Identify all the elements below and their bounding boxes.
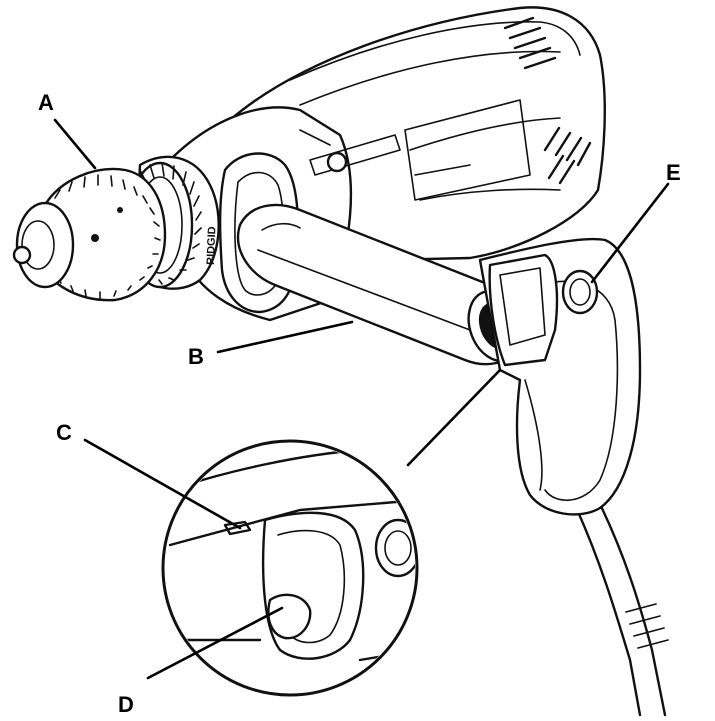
leader-e	[590, 182, 670, 284]
pistol-grip	[478, 237, 642, 516]
callout-labels: A B C D E	[38, 90, 681, 717]
callout-label-b: B	[188, 344, 204, 369]
chuck-brand-text: RIDGID	[205, 226, 218, 265]
leader-c	[83, 438, 242, 530]
lock-on-button	[561, 269, 599, 315]
detail-inset	[161, 368, 502, 697]
leader-b	[216, 320, 354, 354]
keyed-chuck	[12, 155, 220, 302]
callout-label-c: C	[56, 420, 72, 445]
power-cord	[573, 498, 669, 717]
callout-leaders	[53, 118, 670, 680]
leader-a	[53, 118, 97, 170]
callout-label-d: D	[118, 692, 134, 717]
leader-d	[146, 606, 284, 680]
callout-label-a: A	[38, 90, 54, 115]
callout-label-e: E	[666, 160, 681, 185]
